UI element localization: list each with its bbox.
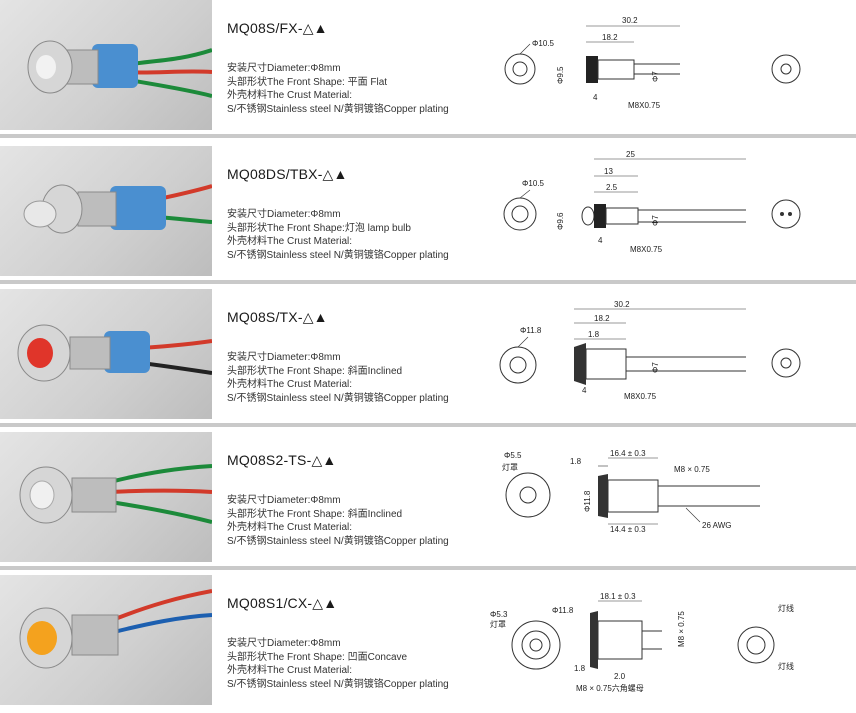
indicator-light-image [23, 184, 212, 234]
indicator-light-image [19, 589, 212, 669]
dim-bezel-width: 4 [582, 386, 587, 395]
dim-bezel-diameter: Φ11.8 [552, 606, 574, 615]
dim-bezel-width: 4 [598, 236, 603, 245]
spec-diameter: 安装尺寸Diameter:Φ8mm [227, 638, 341, 649]
thread-spec: M8 × 0.75 [674, 465, 710, 474]
model-name: MQ08S/TX-△▲ [227, 309, 328, 325]
spec-front-shape: 头部形状The Front Shape: 凹面Concave [227, 651, 408, 663]
spec-crust-material: 外壳材料The Crust Material: [227, 522, 353, 533]
thread-spec-vertical: M8 × 0.75 [677, 611, 686, 647]
dim-bezel-offset: 1.8 [574, 664, 586, 673]
dim-lens-diameter: Φ5.5 [504, 451, 522, 460]
spec-diameter: 安装尺寸Diameter:Φ8mm [227, 209, 341, 220]
thread-spec: M8X0.75 [624, 392, 657, 401]
dim-body-length: 18.1 ± 0.3 [600, 592, 636, 601]
model-name: MQ08S/FX-△▲ [227, 20, 328, 36]
product-row-5: MQ08S1/CX-△▲ 安装尺寸Diameter:Φ8mm 头部形状The F… [0, 575, 856, 705]
model-name: MQ08S2-TS-△▲ [227, 452, 337, 468]
led-lens [36, 55, 56, 79]
wire-label-bottom: 灯线 [778, 661, 794, 671]
model-name: MQ08DS/TBX-△▲ [227, 166, 348, 182]
spec-material-options: S/不锈钢Stainless steel N/黄铜镀铬Copper platin… [227, 535, 449, 547]
product-photo [0, 146, 212, 276]
dim-bezel-diameter: Φ9.5 [556, 66, 565, 84]
technical-drawing: Φ10.5 30.2 18.2 Φ9.5 Φ7 4 M8X0.75 [490, 0, 856, 130]
dim-head-diameter: Φ11.8 [520, 326, 542, 335]
dim-thread-length: 14.4 ± 0.3 [610, 525, 646, 534]
thread-spec: M8X0.75 [628, 101, 661, 110]
spec-material-options: S/不锈钢Stainless steel N/黄铜镀铬Copper platin… [227, 678, 449, 690]
product-photo [0, 0, 212, 130]
dim-lens-diameter: Φ5.3 [490, 610, 508, 619]
led-lens [23, 200, 57, 228]
spec-front-shape: 头部形状The Front Shape:灯泡 lamp bulb [227, 222, 411, 234]
dim-nut-thickness: 2.0 [614, 672, 626, 681]
spec-front-shape: 头部形状The Front Shape: 斜面Inclined [227, 508, 403, 520]
dim-total-length: 30.2 [614, 300, 630, 309]
spec-material-options: S/不锈钢Stainless steel N/黄铜镀铬Copper platin… [227, 392, 449, 404]
wire-label-top: 灯线 [778, 603, 794, 613]
spec-crust-material: 外壳材料The Crust Material: [227, 236, 353, 247]
lens-cover-label: 灯罩 [502, 462, 518, 472]
led-lens [27, 338, 53, 368]
dim-body-length: 16.4 ± 0.3 [610, 449, 646, 458]
lens-cover-label: 灯罩 [490, 619, 506, 629]
thread-spec: M8X0.75 [630, 245, 663, 254]
dim-total-length: 30.2 [622, 16, 638, 25]
indicator-light-image [27, 40, 212, 98]
dim-body-length: 13 [604, 167, 613, 176]
dim-bezel-offset: 2.5 [606, 183, 618, 192]
spec-front-shape: 头部形状The Front Shape: 平面 Flat [227, 76, 388, 88]
dim-body-diameter: Φ7 [651, 215, 660, 226]
spec-diameter: 安装尺寸Diameter:Φ8mm [227, 495, 341, 506]
product-photo [0, 575, 212, 705]
model-name: MQ08S1/CX-△▲ [227, 595, 338, 611]
wire-gauge: 26 AWG [702, 521, 732, 530]
spec-front-shape: 头部形状The Front Shape: 斜面Inclined [227, 365, 403, 377]
dim-bezel-offset: 1.8 [570, 457, 582, 466]
product-photo [0, 432, 212, 562]
spec-material-options: S/不锈钢Stainless steel N/黄铜镀铬Copper platin… [227, 103, 449, 115]
product-row-4: MQ08S2-TS-△▲ 安装尺寸Diameter:Φ8mm 头部形状The F… [0, 432, 856, 570]
dim-body-diameter: Φ7 [651, 362, 660, 373]
led-lens [29, 480, 55, 510]
spec-crust-material: 外壳材料The Crust Material: [227, 90, 353, 101]
indicator-light-image [17, 324, 212, 382]
product-row-2: MQ08DS/TBX-△▲ 安装尺寸Diameter:Φ8mm 头部形状The … [0, 146, 856, 284]
dim-bezel-offset: 1.8 [588, 330, 600, 339]
technical-drawing: Φ5.5 灯罩 1.8 16.4 ± 0.3 M8 × 0.75 Φ11.8 1… [490, 432, 856, 562]
dim-body-length: 18.2 [594, 314, 610, 323]
dim-body-length: 18.2 [602, 33, 618, 42]
dim-body-diameter: Φ7 [651, 71, 660, 82]
technical-drawing: Φ11.8 30.2 18.2 1.8 Φ7 4 M8X0.75 [490, 289, 856, 419]
indicator-light-image [19, 464, 212, 524]
dim-bezel-width: 4 [593, 93, 598, 102]
nut-spec: M8 × 0.75六角螺母 [576, 683, 644, 693]
spec-crust-material: 外壳材料The Crust Material: [227, 379, 353, 390]
product-photo [0, 289, 212, 419]
spec-crust-material: 外壳材料The Crust Material: [227, 665, 353, 676]
dim-head-diameter: Φ10.5 [532, 39, 555, 48]
spec-material-options: S/不锈钢Stainless steel N/黄铜镀铬Copper platin… [227, 249, 449, 261]
dim-head-diameter: Φ10.5 [522, 179, 545, 188]
technical-drawing: Φ10.5 25 13 2.5 Φ9.6 Φ7 4 M8X0.75 [490, 146, 856, 276]
product-row-1: MQ08S/FX-△▲ 安装尺寸Diameter:Φ8mm 头部形状The Fr… [0, 0, 856, 138]
spec-diameter: 安装尺寸Diameter:Φ8mm [227, 352, 341, 363]
technical-drawing: Φ5.3 灯罩 Φ11.8 18.1 ± 0.3 M8 × 0.75 1.8 2… [490, 575, 856, 705]
dim-bezel-diameter: Φ11.8 [583, 490, 592, 512]
led-lens [27, 621, 57, 655]
product-row-3: MQ08S/TX-△▲ 安装尺寸Diameter:Φ8mm 头部形状The Fr… [0, 289, 856, 427]
spec-diameter: 安装尺寸Diameter:Φ8mm [227, 63, 341, 74]
dim-bezel-diameter: Φ9.6 [556, 212, 565, 230]
dim-total-length: 25 [626, 150, 635, 159]
